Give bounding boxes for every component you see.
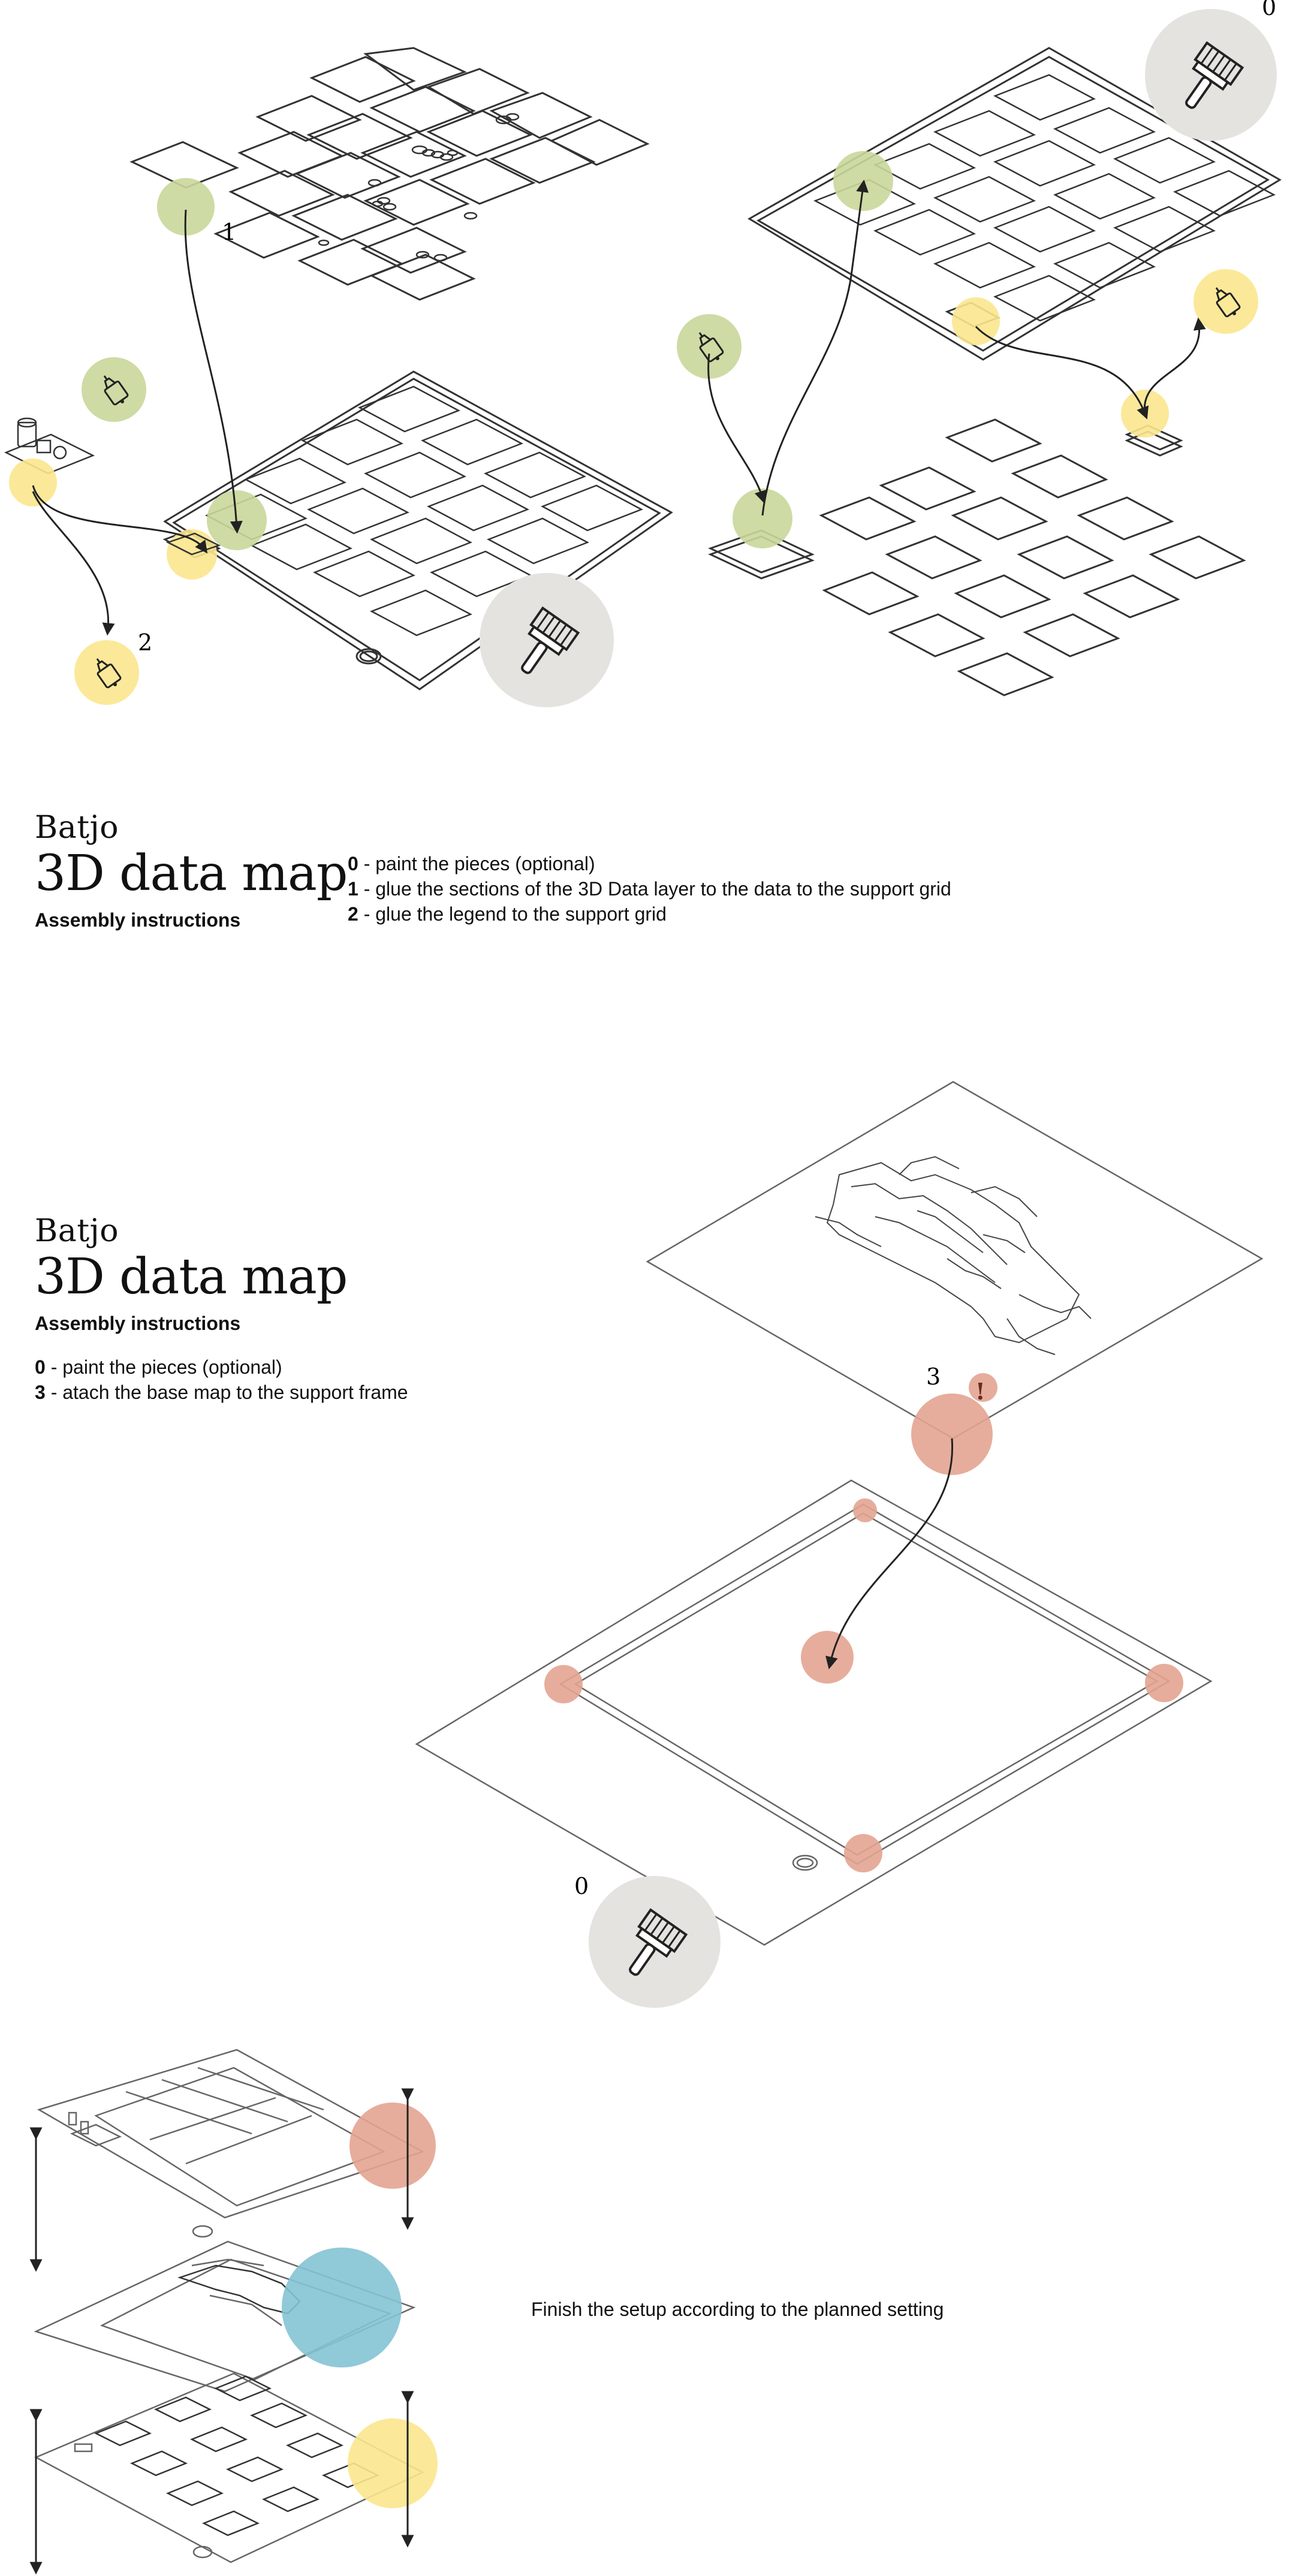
step-item: 1 - glue the sections of the 3D Data lay… <box>348 878 951 900</box>
marker-circles-sheet2 <box>544 1373 1183 2008</box>
warning-icon: ! <box>975 1378 985 1405</box>
assembly-arrows-sheet1 <box>32 209 243 636</box>
brand-name: Batjo <box>35 1213 119 1249</box>
brand-name: Batjo <box>35 810 119 846</box>
final-stack-markers <box>282 2103 438 2508</box>
assembly-arrows-sheet1-right <box>707 179 1206 516</box>
page-subtitle: Assembly instructions <box>35 1313 241 1334</box>
step-label-1: 1 <box>222 219 236 245</box>
page-title: 3D data map <box>35 845 348 902</box>
step-label-2: 2 <box>138 629 152 656</box>
step-list-sheet1: 0 - paint the pieces (optional) 1 - glue… <box>348 851 951 927</box>
final-stack-layer-bottom <box>34 2372 424 2563</box>
title-block-sheet1: Batjo 3D data map Assembly instructions <box>35 810 348 931</box>
step-list-sheet2: 0 - paint the pieces (optional) 3 - atac… <box>35 1355 408 1405</box>
data-layer-pieces <box>129 47 650 301</box>
step-label-0: 0 <box>1262 0 1276 20</box>
marker-circles-sheet1-right <box>677 9 1277 548</box>
assembly-arrows-sheet2 <box>825 1438 954 1670</box>
title-block-sheet2: Batjo 3D data map Assembly instructions <box>35 1213 348 1335</box>
step-label-0b: 0 <box>574 1873 589 1899</box>
finish-instruction: Finish the setup according to the planne… <box>531 2299 944 2320</box>
base-map-sheet <box>646 1081 1264 1440</box>
support-frame <box>415 1479 1213 1946</box>
data-bars <box>318 113 520 262</box>
support-grid-top-right <box>748 47 1282 361</box>
step-item: 2 - glue the legend to the support grid <box>348 903 667 925</box>
layer-height-arrows <box>29 2088 414 2575</box>
step-item: 0 - paint the pieces (optional) <box>348 853 595 874</box>
page-subtitle: Assembly instructions <box>35 909 241 931</box>
marker-circles-sheet1 <box>9 178 614 707</box>
base-map-city-shapes <box>815 1156 1092 1355</box>
page-title: 3D data map <box>35 1248 348 1305</box>
step-item: 0 - paint the pieces (optional) <box>35 1356 282 1378</box>
base-tiles-bottom-right <box>708 418 1246 696</box>
step-item: 3 - atach the base map to the support fr… <box>35 1381 408 1403</box>
step-label-3: 3 <box>926 1364 941 1390</box>
